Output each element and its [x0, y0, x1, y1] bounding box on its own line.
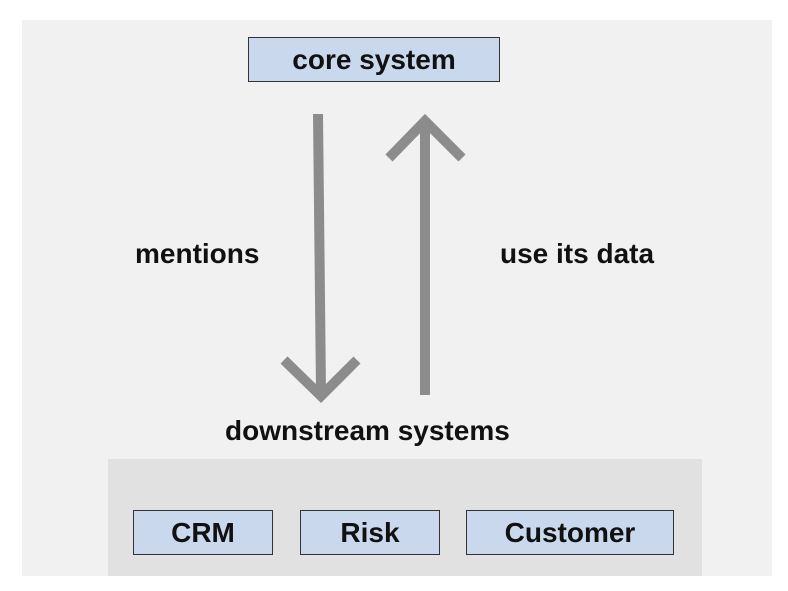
risk-box: Risk [300, 510, 440, 555]
core-system-box: core system [248, 37, 500, 82]
downstream-systems-group: CRM Risk Customer [108, 459, 702, 576]
customer-label: Customer [504, 516, 636, 548]
arrow-down-shaft [313, 113, 326, 393]
arrows-layer [280, 113, 466, 404]
arrow-down-mentions [280, 113, 361, 404]
mentions-label: mentions [135, 238, 260, 269]
crm-box: CRM [133, 510, 273, 555]
customer-box: Customer [466, 510, 674, 555]
core-system-label: core system [292, 43, 456, 75]
risk-label: Risk [340, 516, 400, 548]
arrow-down-head [280, 356, 361, 404]
downstream-systems-title: downstream systems [225, 415, 510, 446]
crm-label: CRM [171, 516, 235, 548]
arrow-up-use-data [385, 113, 466, 395]
arrow-up-head [385, 113, 466, 162]
diagram-canvas: core system mentions use its data downst… [22, 20, 772, 576]
use-its-data-label: use its data [500, 238, 655, 269]
